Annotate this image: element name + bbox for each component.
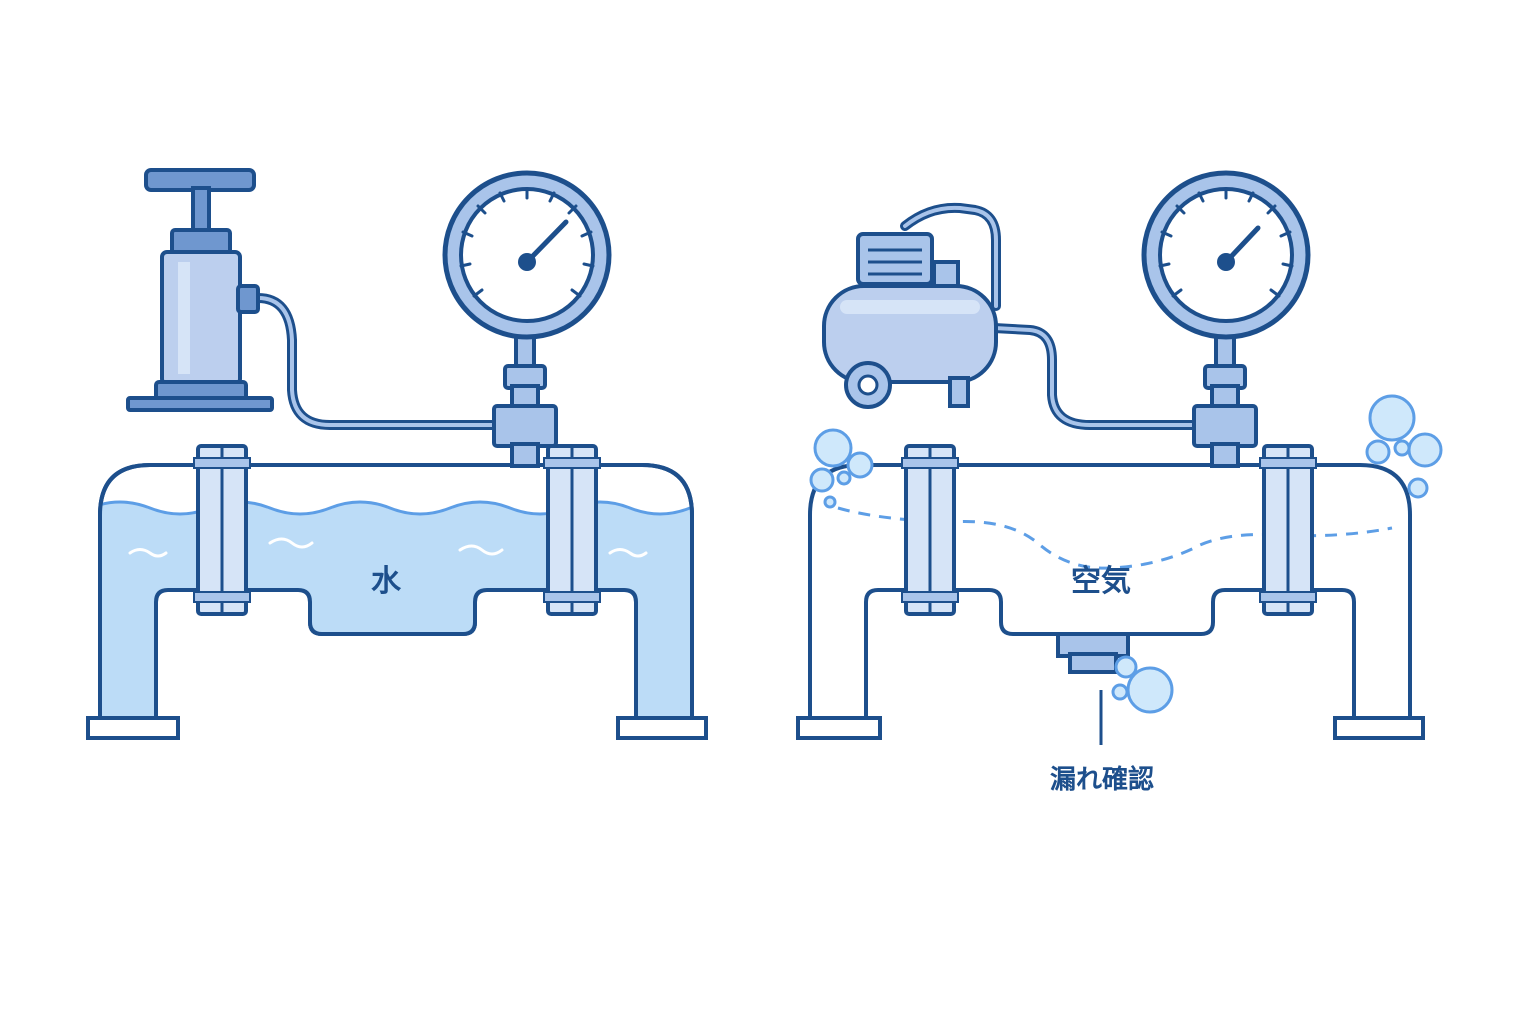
right-foot <box>1333 716 1425 740</box>
air-bubble-icon <box>1365 394 1443 499</box>
left-foot <box>86 716 180 740</box>
flange-right <box>1259 444 1317 616</box>
flange-left <box>901 444 959 616</box>
gauge-fitting <box>492 323 558 468</box>
air-test-panel: 空気 漏れ確認 <box>796 170 1443 795</box>
hand-pump-icon <box>126 168 274 412</box>
pressure-gauge-icon <box>1141 170 1311 340</box>
air-bubble-icon <box>809 428 874 509</box>
water-ripples <box>128 537 648 558</box>
air-pipe <box>808 463 1412 722</box>
right-foot <box>616 716 708 740</box>
left-foot <box>796 716 882 740</box>
compressor-hose <box>989 323 1203 430</box>
leak-check-label: 漏れ確認 <box>1050 764 1154 795</box>
flange-left <box>193 444 251 616</box>
pressure-gauge-icon <box>442 170 612 340</box>
water-label: 水 <box>371 564 402 599</box>
air-compressor-icon <box>822 232 998 409</box>
flange-right <box>543 444 601 616</box>
air-bubble-icon <box>1111 655 1174 714</box>
water-fill <box>100 502 692 720</box>
gauge-fitting <box>1192 323 1258 468</box>
air-label: 空気 <box>1071 564 1131 599</box>
water-test-panel: 水 <box>86 168 708 740</box>
drain-fitting <box>1056 632 1130 674</box>
